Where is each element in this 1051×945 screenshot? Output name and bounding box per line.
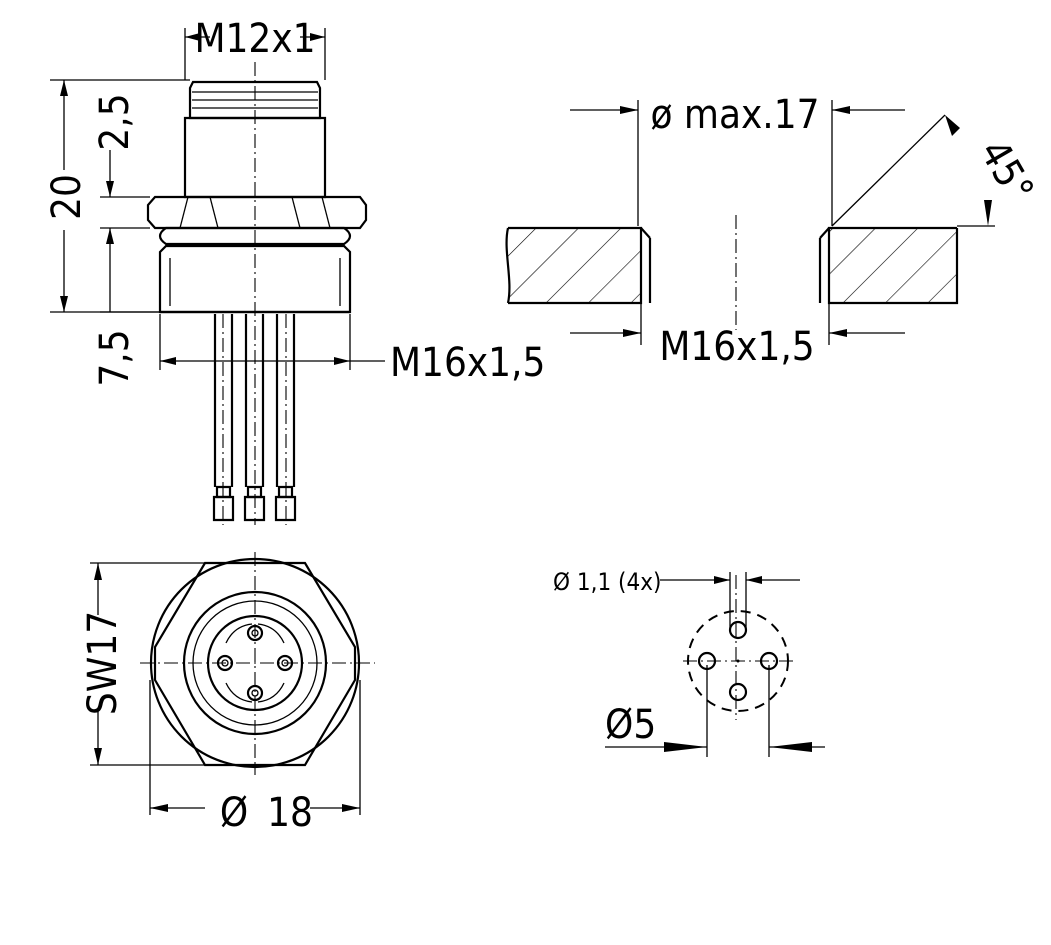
dim-hole-diameter: ø max.17 — [650, 92, 819, 138]
dim-diameter-value: 18 — [267, 790, 313, 836]
dim-chamfer-angle: 45° — [970, 132, 1042, 210]
front-view: SW17 Ø 18 — [80, 552, 375, 836]
panel-cutout: ø max.17 45° M16x1,5 — [505, 92, 1042, 370]
wire-leads — [212, 314, 297, 525]
dim-diameter-symbol: Ø — [220, 790, 248, 836]
dim-circle-diameter: Ø5 — [605, 702, 656, 748]
dim-cutout-thread: M16x1,5 — [659, 324, 814, 370]
dim-thread-top: M12x1 — [194, 16, 315, 62]
pcb-layout: Ø 1,1 (4x) Ø5 — [553, 568, 825, 757]
dim-bottom: 7,5 — [92, 329, 138, 386]
dim-height: 20 — [44, 174, 90, 220]
dim-pin-hole: Ø 1,1 (4x) — [553, 568, 661, 596]
dim-top: 2,5 — [92, 93, 138, 150]
side-view: M12x1 20 2,5 7,5 M16x1,5 — [44, 16, 545, 525]
dim-wrench-size: SW17 — [80, 611, 126, 715]
dim-thread-bottom: M16x1,5 — [390, 340, 545, 386]
